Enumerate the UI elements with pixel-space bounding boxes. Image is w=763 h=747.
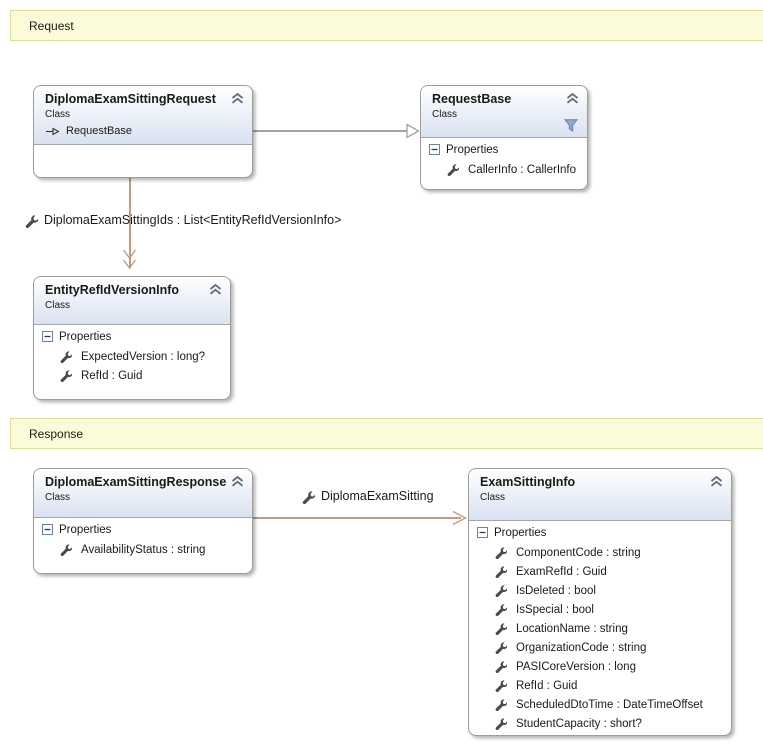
class-kind: Class: [45, 492, 71, 503]
class-kind: Class: [432, 109, 458, 120]
filter-icon[interactable]: [564, 119, 578, 132]
wrench-icon: [494, 698, 507, 711]
association-label-text: DiplomaExamSitting: [321, 489, 434, 503]
banner-label: Request: [29, 18, 74, 33]
wrench-icon: [494, 565, 507, 578]
property-row[interactable]: OrganizationCode : string: [469, 638, 731, 657]
property-label: CallerInfo : CallerInfo: [468, 163, 577, 176]
collapse-chevron-icon[interactable]: [231, 93, 244, 104]
property-row[interactable]: ScheduledDtoTime : DateTimeOffset: [469, 695, 731, 714]
wrench-icon: [446, 163, 459, 176]
properties-section-label: Properties: [59, 330, 112, 343]
wrench-icon: [59, 350, 72, 363]
minus-expander-icon[interactable]: [42, 331, 53, 342]
class-kind: Class: [45, 109, 71, 120]
property-row[interactable]: LocationName : string: [469, 619, 731, 638]
property-row[interactable]: CallerInfo : CallerInfo: [421, 160, 587, 179]
properties-section-label: Properties: [494, 526, 547, 539]
property-row[interactable]: AvailabilityStatus : string: [34, 540, 252, 559]
property-label: IsSpecial : bool: [516, 603, 594, 616]
property-row[interactable]: RefId : Guid: [469, 676, 731, 695]
wrench-icon: [494, 679, 507, 692]
wrench-icon: [494, 584, 507, 597]
comment-banner-request[interactable]: Request: [10, 10, 763, 41]
inheritance-arrowhead-icon: [406, 123, 420, 139]
property-label: OrganizationCode : string: [516, 641, 647, 654]
inheritance-arrow-icon: [45, 127, 60, 136]
property-label: LocationName : string: [516, 622, 628, 635]
association-arrowhead-icon: [452, 510, 467, 526]
wrench-icon: [24, 214, 38, 228]
collapse-chevron-icon[interactable]: [231, 476, 244, 487]
class-box-request-base[interactable]: RequestBase Class Properties CallerInfo …: [420, 85, 588, 190]
collapse-chevron-icon[interactable]: [209, 284, 222, 295]
class-box-exam-sitting-info[interactable]: ExamSittingInfo Class Properties Compone…: [468, 468, 732, 736]
property-label: PASICoreVersion : long: [516, 660, 636, 673]
property-label: ComponentCode : string: [516, 546, 641, 559]
minus-expander-icon[interactable]: [477, 527, 488, 538]
property-row[interactable]: IsSpecial : bool: [469, 600, 731, 619]
properties-section-row[interactable]: Properties: [421, 138, 587, 160]
property-label: RefId : Guid: [516, 679, 578, 692]
properties-section-row[interactable]: Properties: [34, 325, 230, 347]
association-double-arrowhead-icon: [122, 249, 137, 270]
minus-expander-icon[interactable]: [429, 144, 440, 155]
property-label: ExamRefId : Guid: [516, 565, 607, 578]
wrench-icon: [494, 641, 507, 654]
class-title: DiplomaExamSittingRequest: [45, 92, 216, 106]
base-type-row[interactable]: RequestBase: [45, 125, 242, 137]
property-row[interactable]: IsDeleted : bool: [469, 581, 731, 600]
class-kind: Class: [45, 300, 71, 311]
association-connector-sitting-ids[interactable]: [129, 177, 131, 268]
properties-section-row[interactable]: Properties: [34, 518, 252, 540]
collapse-chevron-icon[interactable]: [710, 476, 723, 487]
comment-banner-response[interactable]: Response: [10, 418, 763, 449]
property-label: IsDeleted : bool: [516, 584, 596, 597]
class-title: DiplomaExamSittingResponse: [45, 475, 227, 489]
property-label: StudentCapacity : short?: [516, 717, 642, 730]
wrench-icon: [494, 603, 507, 616]
association-label-sitting[interactable]: DiplomaExamSitting: [301, 489, 434, 504]
wrench-icon: [59, 369, 72, 382]
properties-section-label: Properties: [59, 523, 112, 536]
class-box-diploma-exam-sitting-request[interactable]: DiplomaExamSittingRequest Class RequestB…: [33, 85, 253, 178]
association-connector-sitting[interactable]: [251, 517, 461, 519]
association-label-sitting-ids[interactable]: DiplomaExamSittingIds : List<EntityRefId…: [24, 213, 342, 228]
inheritance-connector[interactable]: [251, 130, 408, 132]
properties-section-label: Properties: [446, 143, 499, 156]
class-title: ExamSittingInfo: [480, 475, 576, 489]
association-label-text: DiplomaExamSittingIds : List<EntityRefId…: [44, 213, 342, 227]
minus-expander-icon[interactable]: [42, 524, 53, 535]
property-row[interactable]: ExpectedVersion : long?: [34, 347, 230, 366]
class-title: RequestBase: [432, 92, 512, 106]
base-type-label: RequestBase: [66, 125, 133, 137]
property-row[interactable]: ExamRefId : Guid: [469, 562, 731, 581]
collapse-chevron-icon[interactable]: [566, 93, 579, 104]
wrench-icon: [494, 546, 507, 559]
class-box-diploma-exam-sitting-response[interactable]: DiplomaExamSittingResponse Class Propert…: [33, 468, 253, 574]
wrench-icon: [494, 717, 507, 730]
property-row[interactable]: StudentCapacity : short?: [469, 714, 731, 733]
banner-label: Response: [29, 426, 84, 441]
class-kind: Class: [480, 492, 506, 503]
wrench-icon: [301, 490, 315, 504]
wrench-icon: [59, 543, 72, 556]
property-label: AvailabilityStatus : string: [81, 543, 206, 556]
properties-section-row[interactable]: Properties: [469, 521, 731, 543]
class-box-entity-ref-id-version-info[interactable]: EntityRefIdVersionInfo Class Properties …: [33, 276, 231, 400]
wrench-icon: [494, 622, 507, 635]
property-row[interactable]: RefId : Guid: [34, 366, 230, 385]
class-title: EntityRefIdVersionInfo: [45, 283, 180, 297]
property-row[interactable]: PASICoreVersion : long: [469, 657, 731, 676]
property-label: ScheduledDtoTime : DateTimeOffset: [516, 698, 703, 711]
property-label: RefId : Guid: [81, 369, 143, 382]
property-label: ExpectedVersion : long?: [81, 350, 206, 363]
wrench-icon: [494, 660, 507, 673]
property-row[interactable]: ComponentCode : string: [469, 543, 731, 562]
